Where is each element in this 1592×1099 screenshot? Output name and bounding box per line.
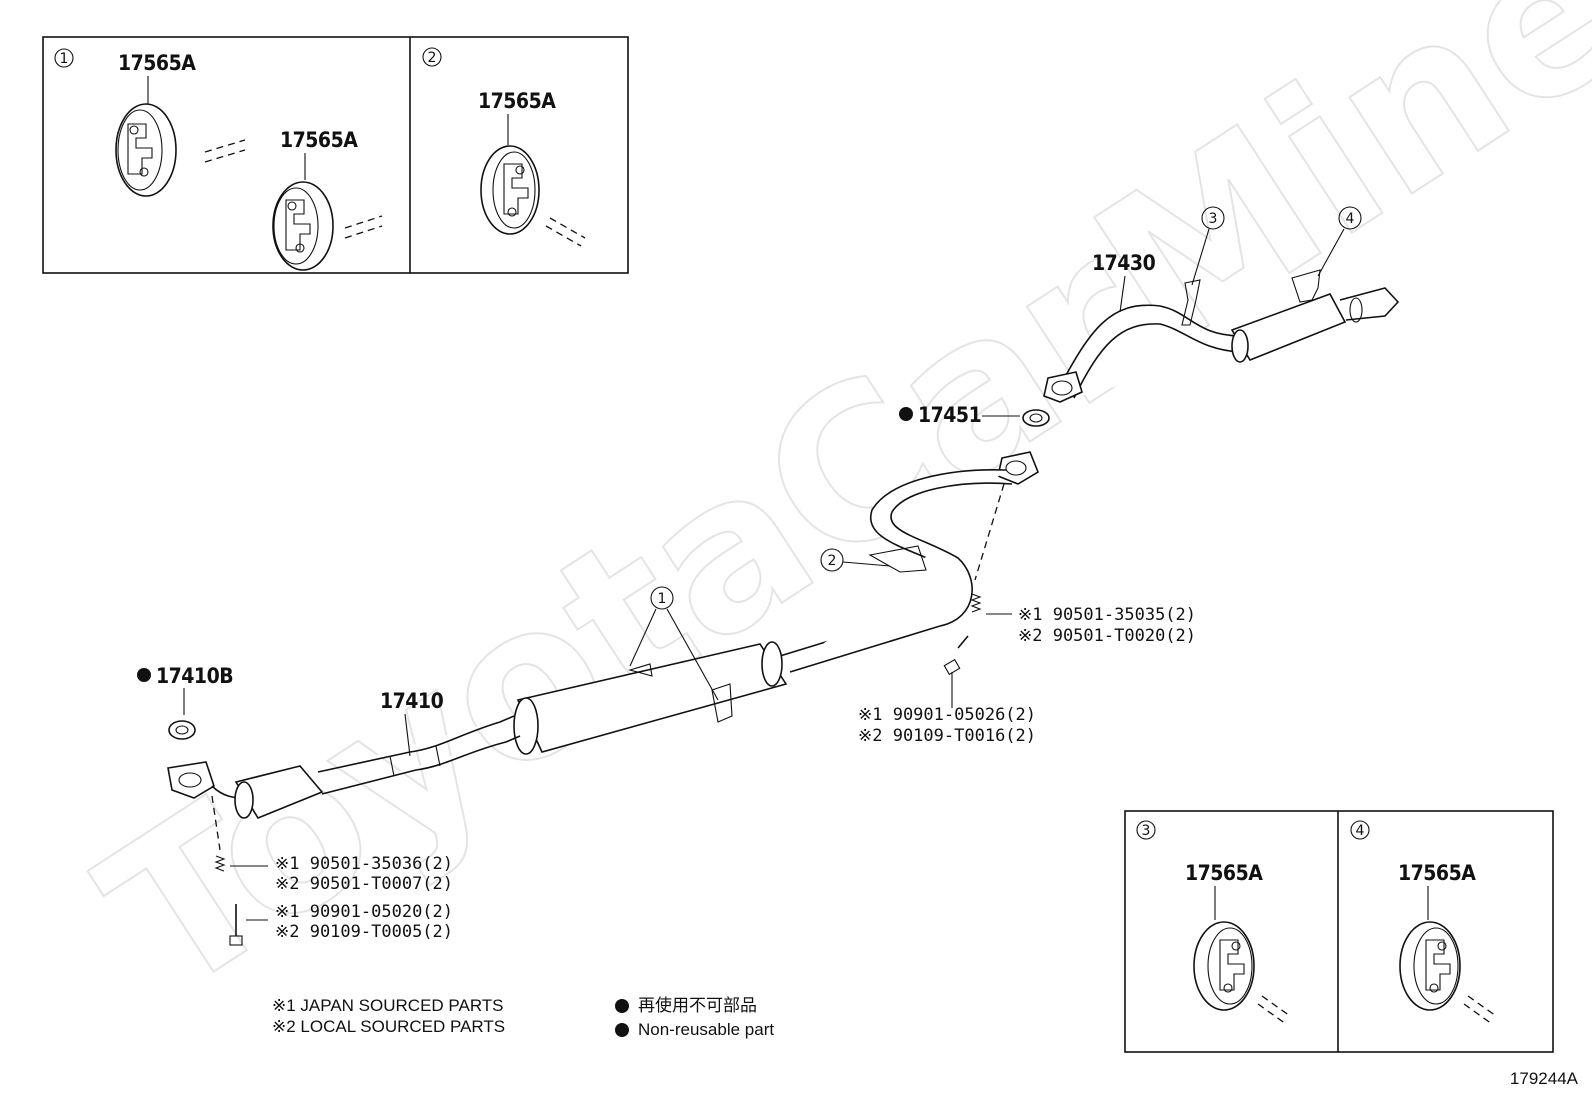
bolt-note-line: ※1 90501-35036(2) bbox=[275, 854, 453, 874]
callout-circle-2 bbox=[422, 47, 442, 67]
non-reusable-dot bbox=[137, 668, 151, 682]
tail-pipe-assembly[interactable] bbox=[1043, 269, 1400, 403]
callout-label: 3 bbox=[1142, 823, 1151, 839]
part-number-17565A[interactable]: 17565A bbox=[1398, 861, 1477, 885]
callout-label: 2 bbox=[428, 50, 437, 66]
part-number-17430[interactable]: 17430 bbox=[1092, 251, 1156, 275]
gasket-17451[interactable] bbox=[1022, 409, 1050, 427]
callout-3-marker: 3 bbox=[1191, 206, 1225, 286]
center-pipe-muffler-assembly[interactable] bbox=[513, 451, 1039, 755]
callout-4-marker: 4 bbox=[1317, 206, 1362, 277]
hanger-pin-icon bbox=[204, 139, 246, 163]
part-number-17410B[interactable]: 17410B bbox=[156, 664, 234, 688]
symbol-note: Non-reusable part bbox=[638, 1020, 774, 1039]
callout-label: 1 bbox=[60, 51, 69, 67]
front-pipe-assembly[interactable] bbox=[167, 715, 521, 819]
rubber-hanger-icon bbox=[1399, 921, 1461, 1011]
assembly-guide-line bbox=[211, 795, 221, 851]
part-number-17410[interactable]: 17410 bbox=[380, 689, 444, 713]
rubber-hanger-icon bbox=[1193, 921, 1255, 1011]
bolt-note-line: ※1 90501-35035(2) bbox=[1018, 605, 1196, 625]
hanger-pin-icon bbox=[1463, 995, 1497, 1025]
svg-text:2: 2 bbox=[828, 553, 837, 569]
bolt-icon bbox=[943, 635, 969, 708]
inset-2[interactable]: 2 17565A bbox=[422, 47, 586, 247]
bolt-note-line: ※1 90901-05026(2) bbox=[858, 705, 1036, 725]
inset-box-1-2 bbox=[42, 36, 629, 274]
callout-circle-4 bbox=[1350, 820, 1370, 840]
source-note: ※2 LOCAL SOURCED PARTS bbox=[272, 1017, 505, 1036]
bolt-note-line: ※2 90501-T0020(2) bbox=[1018, 626, 1196, 646]
inset-3[interactable]: 3 17565A bbox=[1136, 820, 1291, 1025]
legend: ※1 JAPAN SOURCED PARTS ※2 LOCAL SOURCED … bbox=[272, 995, 774, 1039]
rubber-hanger-icon bbox=[272, 181, 334, 271]
spring-icon bbox=[970, 593, 982, 613]
callout-circle-3 bbox=[1136, 820, 1156, 840]
assembly-guide-line bbox=[974, 483, 1005, 581]
inset-box-3-4 bbox=[1124, 810, 1554, 1053]
svg-text:4: 4 bbox=[1346, 211, 1355, 227]
inset-1[interactable]: 1 17565A 17565A bbox=[54, 48, 383, 271]
bolt-icon bbox=[229, 904, 243, 946]
hanger-pin-icon bbox=[344, 215, 383, 239]
callout-1-marker: 1 bbox=[629, 586, 719, 701]
non-reusable-dot bbox=[899, 407, 913, 421]
non-reusable-dot bbox=[615, 1023, 629, 1037]
part-number-17565A[interactable]: 17565A bbox=[118, 51, 197, 75]
svg-text:1: 1 bbox=[658, 591, 667, 607]
source-note: ※1 JAPAN SOURCED PARTS bbox=[272, 996, 504, 1015]
callout-2-marker: 2 bbox=[820, 548, 891, 572]
bolt-note-line: ※1 90901-05020(2) bbox=[275, 902, 453, 922]
symbol-note: 再使用不可部品 bbox=[638, 995, 757, 1015]
diagram-id: 179244A bbox=[1510, 1069, 1579, 1088]
part-number-17451[interactable]: 17451 bbox=[918, 403, 982, 427]
rubber-hanger-icon bbox=[480, 145, 540, 235]
gasket-17410B[interactable] bbox=[168, 720, 196, 740]
bolt-note-line: ※2 90109-T0005(2) bbox=[275, 922, 453, 942]
svg-text:3: 3 bbox=[1209, 211, 1218, 227]
part-number-17565A[interactable]: 17565A bbox=[1185, 861, 1264, 885]
callout-label: 4 bbox=[1356, 823, 1365, 839]
hanger-pin-icon bbox=[545, 217, 586, 247]
callout-circle-1 bbox=[54, 48, 74, 68]
bolt-note-line: ※2 90109-T0016(2) bbox=[858, 726, 1036, 746]
part-number-17565A[interactable]: 17565A bbox=[478, 89, 557, 113]
inset-4[interactable]: 4 17565A bbox=[1350, 820, 1497, 1025]
non-reusable-dot bbox=[615, 999, 629, 1013]
spring-icon bbox=[214, 855, 226, 872]
hanger-pin-icon bbox=[1257, 995, 1291, 1025]
rubber-hanger-icon bbox=[115, 103, 177, 197]
part-number-17565A[interactable]: 17565A bbox=[280, 128, 359, 152]
bolt-note-line: ※2 90501-T0007(2) bbox=[275, 874, 453, 894]
